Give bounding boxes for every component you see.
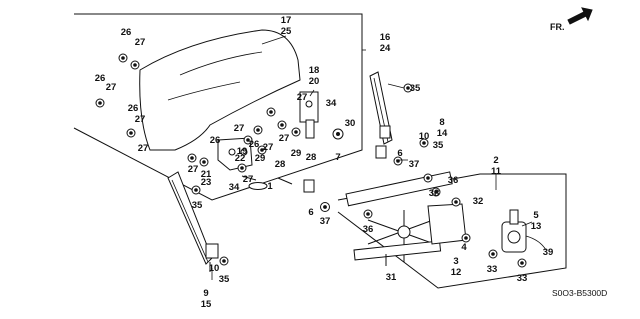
callout-27-e: 27 bbox=[297, 92, 308, 103]
callout-12: 12 bbox=[451, 267, 462, 278]
callout-7: 7 bbox=[335, 152, 340, 163]
callout-16: 16 bbox=[380, 32, 391, 43]
callout-26-b: 26 bbox=[95, 73, 106, 84]
part-code: S0O3-B5300D bbox=[552, 288, 607, 298]
rear-glass-run-channel bbox=[369, 71, 393, 145]
callout-29-a: 29 bbox=[291, 148, 302, 159]
callout-3: 3 bbox=[453, 256, 458, 267]
regulator-motor bbox=[501, 209, 547, 253]
callout-36-b: 36 bbox=[363, 224, 374, 235]
callout-33-b: 33 bbox=[517, 273, 528, 284]
glass-assembly-frame bbox=[73, 13, 363, 201]
callout-34-top: 34 bbox=[326, 98, 337, 109]
callout-1: 1 bbox=[267, 181, 273, 192]
callout-35-c: 35 bbox=[192, 200, 203, 211]
callout-6-b: 6 bbox=[397, 148, 402, 159]
callout-36-a: 36 bbox=[448, 175, 459, 186]
callout-27-a: 27 bbox=[135, 37, 146, 48]
callout-27-c: 27 bbox=[135, 114, 146, 125]
callout-27-d: 27 bbox=[138, 143, 149, 154]
fasteners bbox=[95, 53, 527, 272]
callout-19: 19 bbox=[237, 146, 248, 157]
callout-5: 5 bbox=[533, 210, 539, 221]
callout-27-f: 27 bbox=[279, 133, 290, 144]
callout-26-d: 26 bbox=[210, 135, 221, 146]
callout-17: 17 bbox=[281, 15, 292, 26]
callout-14: 14 bbox=[437, 128, 448, 139]
callout-39: 39 bbox=[543, 247, 554, 258]
callout-11: 11 bbox=[491, 166, 502, 177]
callout-35-b: 35 bbox=[433, 140, 444, 151]
callout-26-a: 26 bbox=[121, 27, 132, 38]
callout-33-a: 33 bbox=[487, 264, 498, 275]
callout-27-j: 27 bbox=[243, 174, 254, 185]
callout-4: 4 bbox=[461, 242, 467, 253]
callout-38: 38 bbox=[429, 188, 440, 199]
glass-guide-bracket bbox=[299, 91, 319, 139]
glass-holder-bracket bbox=[217, 137, 268, 190]
callout-34-bottom: 34 bbox=[229, 182, 240, 193]
callout-labels: 17 25 16 24 18 20 34 26 27 26 27 26 27 2… bbox=[95, 15, 554, 310]
front-direction-indicator: FR. bbox=[550, 7, 593, 32]
callout-22: 22 bbox=[235, 153, 246, 164]
leader-lines bbox=[211, 35, 533, 280]
callout-32: 32 bbox=[473, 196, 484, 207]
callout-28-b: 28 bbox=[275, 159, 286, 170]
callout-27-b: 27 bbox=[106, 82, 117, 93]
callout-21: 21 bbox=[201, 169, 212, 180]
callout-26-e: 26 bbox=[249, 139, 260, 150]
callout-37-a: 37 bbox=[320, 216, 331, 227]
callout-35-d: 35 bbox=[219, 274, 230, 285]
callout-27-g: 27 bbox=[234, 123, 245, 134]
callout-28-a: 28 bbox=[306, 152, 317, 163]
callout-26-c: 26 bbox=[128, 103, 139, 114]
callout-20: 20 bbox=[309, 76, 320, 87]
callout-24: 24 bbox=[380, 43, 391, 54]
callout-37-b: 37 bbox=[409, 159, 420, 170]
callout-10-a: 10 bbox=[419, 131, 430, 142]
window-regulator bbox=[345, 171, 467, 262]
front-label: FR. bbox=[550, 22, 565, 32]
callout-9: 9 bbox=[203, 288, 208, 299]
callout-18: 18 bbox=[309, 65, 320, 76]
callout-29-b: 29 bbox=[255, 153, 266, 164]
callout-10-b: 10 bbox=[209, 263, 220, 274]
callout-23: 23 bbox=[201, 177, 212, 188]
callout-27-i: 27 bbox=[188, 164, 199, 175]
callout-8: 8 bbox=[439, 117, 444, 128]
callout-35-a: 35 bbox=[410, 83, 421, 94]
callout-2: 2 bbox=[493, 155, 498, 166]
front-glass-run-channel bbox=[167, 171, 219, 265]
callout-27-h: 27 bbox=[263, 142, 274, 153]
callout-25: 25 bbox=[281, 26, 292, 37]
door-glass bbox=[139, 29, 301, 151]
callout-6-a: 6 bbox=[308, 207, 313, 218]
callout-15: 15 bbox=[201, 299, 212, 310]
regulator-assembly-frame bbox=[337, 173, 567, 289]
callout-30: 30 bbox=[345, 118, 356, 129]
callout-31: 31 bbox=[386, 272, 397, 283]
callout-13: 13 bbox=[531, 221, 542, 232]
